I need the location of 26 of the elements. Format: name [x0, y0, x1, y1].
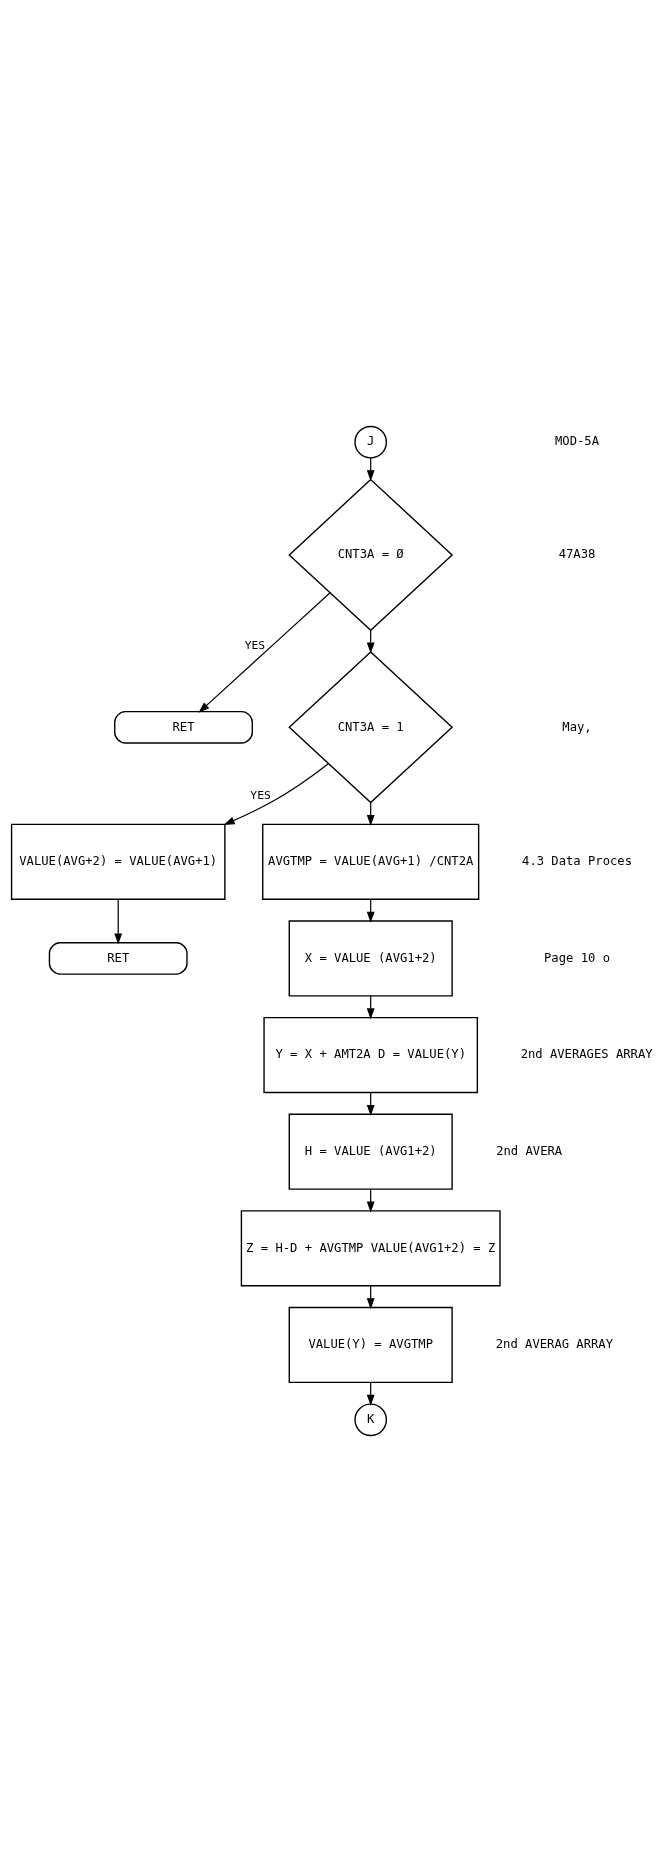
edge-label: YES	[250, 788, 271, 802]
node-box: RET	[114, 710, 253, 744]
arrow	[114, 898, 123, 945]
node-circle: K	[354, 1403, 388, 1436]
node-box: AVGTMP = VALUE(AVG+1) /CNT2A	[262, 823, 480, 900]
label: 2nd AVERAG ARRAY	[495, 1336, 614, 1351]
node-box: H = VALUE (AVG1+2)	[288, 1113, 453, 1190]
label: 2nd AVERAGES ARRAY	[520, 1046, 653, 1061]
label: 47A38	[558, 546, 596, 561]
node-circle: J	[354, 425, 388, 458]
arrow	[223, 762, 329, 825]
arrow	[198, 591, 331, 713]
edge-label: YES	[244, 638, 266, 652]
node-diamond: CNT3A = Ø	[288, 478, 454, 631]
label: May,	[562, 719, 592, 733]
node-diamond: CNT3A = 1	[288, 650, 454, 804]
label: Page 10 o	[544, 950, 611, 965]
node-box: Y = X + AMT2A D = VALUE(Y)	[263, 1016, 479, 1093]
label: 4.3 Data Proces	[522, 853, 632, 868]
label: MOD-5A	[555, 433, 600, 448]
node-box: Z = H-D + AVGTMP VALUE(AVG1+2) = Z	[240, 1209, 501, 1286]
label: 2nd AVERA	[496, 1143, 563, 1158]
node-box: VALUE(Y) = AVGTMP	[288, 1306, 453, 1383]
node-box: RET	[48, 941, 188, 975]
node-box: X = VALUE (AVG1+2)	[288, 919, 453, 997]
node-box: VALUE(AVG+2) = VALUE(AVG+1)	[10, 823, 226, 900]
